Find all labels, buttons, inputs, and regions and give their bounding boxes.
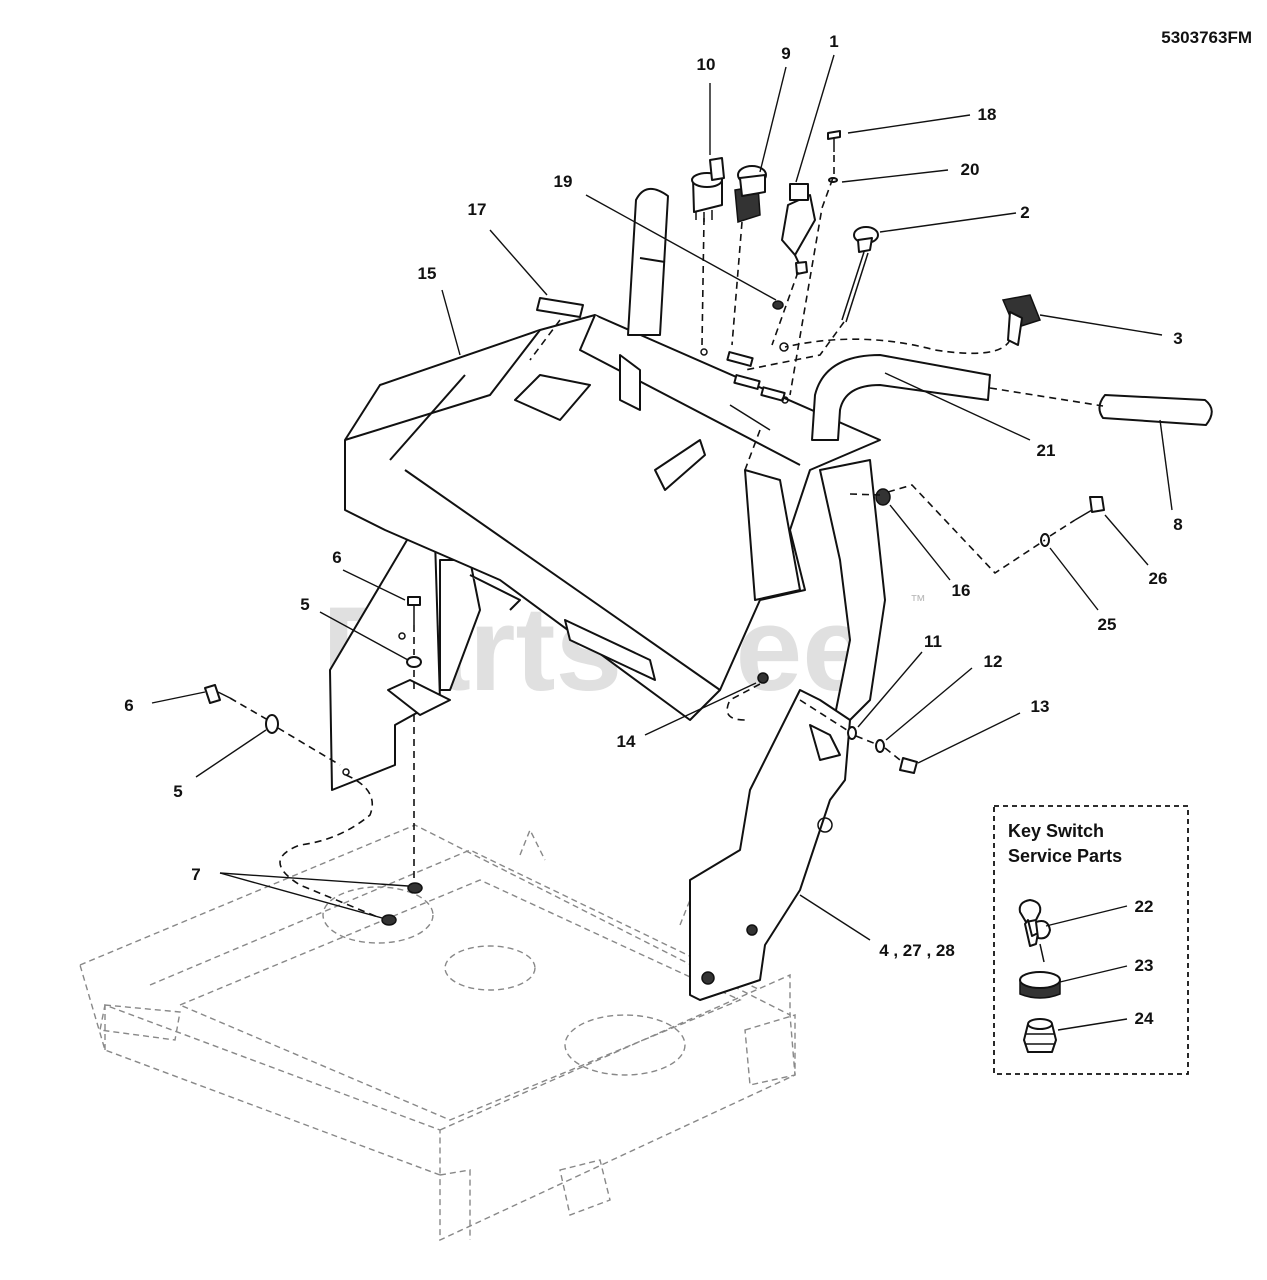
ignition-key-icon xyxy=(1018,899,1051,963)
callout-24: 24 xyxy=(1135,1009,1154,1028)
assembly-lines xyxy=(229,155,1104,919)
callout-10: 10 xyxy=(697,55,716,74)
right-support-plate xyxy=(689,459,886,1001)
hand-grip xyxy=(1098,394,1213,426)
watermark-tm: ™ xyxy=(910,593,926,610)
callout-6-lower: 6 xyxy=(124,696,133,715)
control-lever-right xyxy=(811,354,991,441)
pto-switch xyxy=(734,165,767,223)
callout-8: 8 xyxy=(1173,515,1182,534)
key-switch-nut-icon xyxy=(1023,1018,1057,1053)
callout-5-upper: 5 xyxy=(300,595,309,614)
service-box-title-line1: Key Switch xyxy=(1008,821,1104,841)
callout-18: 18 xyxy=(978,105,997,124)
callout-4-27-28: 4 , 27 , 28 xyxy=(879,941,955,960)
choke-cable xyxy=(841,226,879,323)
callout-22: 22 xyxy=(1135,897,1154,916)
callout-7: 7 xyxy=(191,865,200,884)
service-parts-box: Key Switch Service Parts 22 23 24 xyxy=(993,805,1189,1075)
callout-13: 13 xyxy=(1031,697,1050,716)
callout-9: 9 xyxy=(781,44,790,63)
callout-6-upper: 6 xyxy=(332,548,341,567)
deck-frame xyxy=(79,824,796,1242)
fasteners xyxy=(204,130,1105,926)
control-lever-left xyxy=(627,188,669,336)
callout-20: 20 xyxy=(961,160,980,179)
callout-11: 11 xyxy=(924,632,942,651)
callout-26: 26 xyxy=(1149,569,1168,588)
toggle-switch xyxy=(1001,294,1041,346)
callout-5-lower: 5 xyxy=(173,782,182,801)
throttle-control xyxy=(781,183,816,275)
callout-2: 2 xyxy=(1020,203,1029,222)
callout-14: 14 xyxy=(617,732,636,751)
key-switch xyxy=(691,157,725,222)
callout-17: 17 xyxy=(468,200,487,219)
diagram-code: 5303763FM xyxy=(1161,28,1252,47)
console-housing xyxy=(344,314,881,721)
callout-15: 15 xyxy=(418,264,437,283)
callout-1: 1 xyxy=(829,32,838,51)
callout-labels: 1 2 3 4 , 27 , 28 5 5 6 6 7 8 9 10 11 12… xyxy=(124,32,1182,960)
leader-lines xyxy=(151,54,1173,941)
callout-16: 16 xyxy=(952,581,971,600)
key-switch-cap-icon xyxy=(1019,971,1061,999)
callout-25: 25 xyxy=(1098,615,1117,634)
left-support-plate xyxy=(329,534,481,791)
callout-23: 23 xyxy=(1135,956,1154,975)
callout-21: 21 xyxy=(1037,441,1056,460)
service-box-title-line2: Service Parts xyxy=(1008,846,1122,866)
callout-3: 3 xyxy=(1173,329,1182,348)
callout-12: 12 xyxy=(984,652,1003,671)
callout-19: 19 xyxy=(554,172,573,191)
